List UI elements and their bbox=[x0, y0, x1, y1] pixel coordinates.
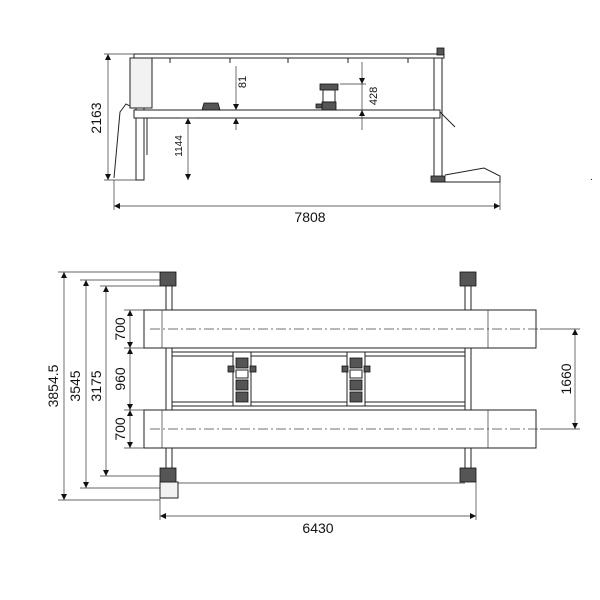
rear-column bbox=[433, 57, 443, 181]
rear-column-base bbox=[430, 175, 446, 183]
dim-3854: 3854.5 bbox=[45, 271, 160, 501]
side-view: 81 428 2163 1144 bbox=[88, 47, 593, 225]
dim-7808: 7808 bbox=[113, 180, 501, 225]
dim-428-label: 428 bbox=[368, 87, 380, 105]
dim-3545-label: 3545 bbox=[67, 370, 83, 401]
dim-runway-stack: 700 960 700 bbox=[112, 309, 144, 449]
top-cap-right bbox=[436, 47, 445, 56]
post-cap-front-top bbox=[159, 271, 177, 287]
jack-left bbox=[201, 102, 221, 111]
dim-2163-label: 2163 bbox=[88, 102, 104, 133]
dim-3175-label: 3175 bbox=[88, 370, 104, 401]
post-cap-front-bottom bbox=[159, 467, 177, 483]
dim-700-bottom-label: 700 bbox=[112, 417, 128, 441]
top-beam bbox=[133, 53, 445, 59]
dim-960-label: 960 bbox=[112, 367, 128, 391]
runway-side bbox=[133, 109, 441, 119]
dim-2163: 2163 bbox=[88, 53, 136, 181]
dim-1144-label: 1144 bbox=[174, 135, 185, 157]
dim-7808-label: 7808 bbox=[294, 209, 325, 225]
dim-81-label: 81 bbox=[237, 76, 249, 88]
post-cap-rear-bottom bbox=[459, 467, 477, 483]
dim-1660: 1660 bbox=[540, 328, 580, 430]
dim-1660-label: 1660 bbox=[558, 363, 574, 394]
rear-ramp bbox=[432, 167, 501, 183]
control-box bbox=[129, 57, 153, 109]
jack-left-top bbox=[227, 351, 257, 407]
dim-6430-label: 6430 bbox=[302, 520, 333, 536]
front-column bbox=[135, 107, 145, 181]
dim-81: 81 bbox=[233, 66, 249, 130]
dim-6430: 6430 bbox=[159, 482, 477, 536]
edge-mark: . bbox=[590, 172, 593, 183]
post-cap-rear-top bbox=[459, 271, 477, 287]
dim-1144: 1144 bbox=[174, 117, 196, 180]
dim-700-top-label: 700 bbox=[112, 317, 128, 341]
jack-right-top bbox=[341, 351, 371, 407]
beam-hooks bbox=[169, 58, 409, 63]
front-ramp bbox=[113, 103, 135, 179]
top-view: 6430 3854.5 3545 3175 bbox=[45, 271, 580, 536]
power-unit bbox=[159, 481, 179, 499]
dim-3854-label: 3854.5 bbox=[45, 364, 61, 407]
jack-right bbox=[315, 83, 339, 111]
dim-3545: 3545 bbox=[67, 279, 160, 489]
dim-428: 428 bbox=[340, 62, 380, 130]
dim-3175: 3175 bbox=[88, 285, 160, 477]
